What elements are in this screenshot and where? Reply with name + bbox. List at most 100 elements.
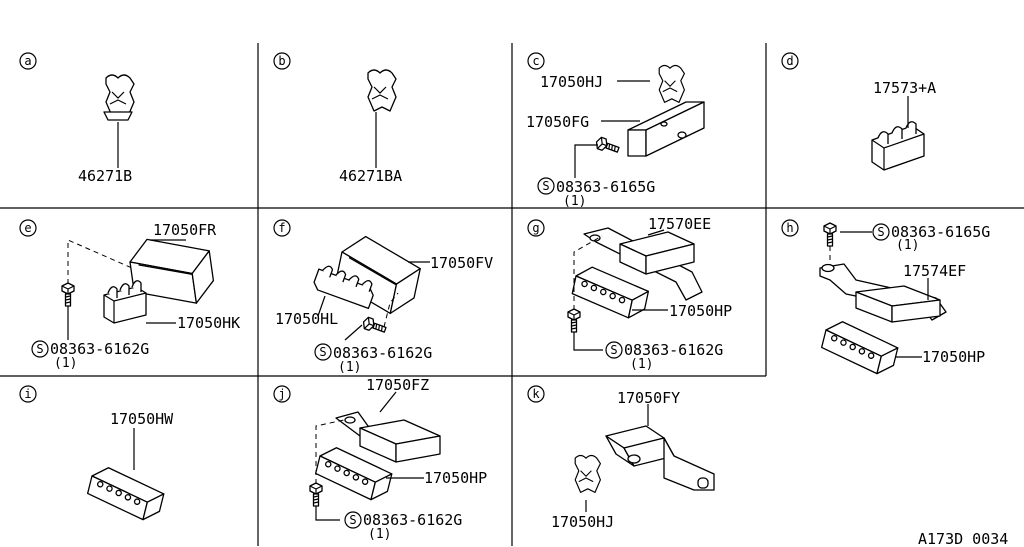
cell-letters: a b c d e f g h i j k (19, 52, 799, 403)
strap-bracket-icon (819, 263, 947, 323)
cell-letter-b: b (273, 52, 291, 70)
push-clip-icon (103, 74, 135, 121)
svg-text:f: f (278, 221, 285, 235)
quantity-label: (1) (368, 527, 391, 542)
svg-text:S: S (610, 343, 617, 357)
part-label-17050HW: 17050HW (110, 410, 174, 428)
svg-text:S: S (542, 179, 549, 193)
cell-letter-a: a (19, 52, 37, 70)
cell-letter-h: h (781, 219, 799, 237)
multi-clip-icon (103, 280, 147, 324)
cell-letter-k: k (527, 385, 545, 403)
part-label-46271BA: 46271BA (339, 167, 402, 185)
grommet-icon (569, 263, 652, 322)
bolt-icon (360, 315, 388, 337)
svg-text:S: S (877, 225, 884, 239)
svg-text:a: a (24, 54, 31, 68)
part-label-17050FZ: 17050FZ (366, 376, 429, 394)
svg-text:d: d (786, 54, 793, 68)
part-label-08363-6165G: 08363-6165G (891, 223, 990, 241)
drawing-id: A173D 0034 (918, 530, 1008, 547)
part-label-17050HK: 17050HK (177, 314, 240, 332)
quantity-label: (1) (338, 360, 361, 375)
bolt-icon (61, 282, 75, 307)
part-label-08363-6165G: 08363-6165G (556, 178, 655, 196)
part-label-17050FY: 17050FY (617, 389, 680, 407)
cell-b: 46271BA (339, 69, 402, 185)
part-label-17570EE: 17570EE (648, 215, 711, 233)
screw-symbol-icon: S (605, 341, 623, 359)
part-label-17050FG: 17050FG (526, 113, 589, 131)
screw-symbol-icon: S (31, 340, 49, 358)
cell-f: 17050FV 17050HL S 08363-6162G (1) (275, 231, 493, 375)
part-label-17050HJ: 17050HJ (540, 73, 603, 91)
grommet-icon (818, 317, 902, 378)
cell-k: 17050FY 17050HJ (551, 389, 715, 531)
part-label-08363-6162G: 08363-6162G (333, 344, 432, 362)
spring-clip-icon (574, 454, 601, 493)
bolt-icon (823, 222, 837, 247)
cell-c: 17050HJ 17050FG S 08363-6165G (1) (526, 64, 705, 209)
screw-symbol-icon: S (872, 223, 890, 241)
cell-j: 17050FZ 17050HP S 08363-6162G (1) (309, 376, 487, 542)
spring-clip-icon (367, 69, 397, 112)
cell-letter-g: g (527, 219, 545, 237)
part-label-17573+A: 17573+A (873, 79, 936, 97)
cell-letter-d: d (781, 52, 799, 70)
angle-bracket-icon (627, 101, 705, 157)
cell-letter-c: c (527, 52, 545, 70)
screw-symbol-icon: S (314, 343, 332, 361)
cell-letter-i: i (19, 385, 37, 403)
cell-letter-j: j (273, 385, 291, 403)
svg-text:S: S (349, 513, 356, 527)
svg-text:j: j (278, 387, 285, 401)
multi-clip-icon (871, 121, 925, 171)
part-label-46271B: 46271B (78, 167, 132, 185)
part-label-17050HL: 17050HL (275, 310, 338, 328)
svg-text:S: S (319, 345, 326, 359)
part-label-17050FV: 17050FV (430, 254, 493, 272)
part-label-08363-6162G: 08363-6162G (624, 341, 723, 359)
bolt-icon (567, 308, 581, 333)
cell-i: 17050HW (84, 410, 174, 524)
quantity-label: (1) (630, 357, 653, 372)
svg-text:i: i (24, 387, 31, 401)
svg-text:h: h (786, 221, 793, 235)
quantity-label: (1) (54, 356, 77, 371)
bolt-icon (593, 135, 621, 157)
angle-bracket-icon (605, 425, 715, 491)
svg-text:b: b (278, 54, 285, 68)
cell-letter-e: e (19, 219, 37, 237)
strap-bracket-icon (335, 411, 441, 463)
svg-text:e: e (24, 221, 31, 235)
cell-h: S 08363-6165G (1) 17574EF 17050HP (818, 222, 990, 378)
bolt-icon (309, 482, 323, 507)
cell-d: 17573+A (871, 79, 936, 171)
part-label-08363-6162G: 08363-6162G (363, 511, 462, 529)
quantity-label: (1) (563, 194, 586, 209)
part-label-17050HP: 17050HP (669, 302, 732, 320)
cell-letter-f: f (273, 219, 291, 237)
part-label-17574EF: 17574EF (903, 262, 966, 280)
screw-symbol-icon: S (537, 177, 555, 195)
cell-g: 17570EE 17050HP S 08363-6162G (1) (567, 215, 732, 372)
screw-symbol-icon: S (344, 511, 362, 529)
cell-a: 46271B (78, 74, 135, 185)
part-label-17050FR: 17050FR (153, 221, 217, 239)
part-label-17050HJ: 17050HJ (551, 513, 614, 531)
svg-text:S: S (36, 342, 43, 356)
svg-text:c: c (532, 54, 539, 68)
strap-bracket-icon (583, 227, 703, 301)
part-label-08363-6162G: 08363-6162G (50, 340, 149, 358)
multi-clip-icon (313, 265, 374, 310)
cell-e: 17050FR 17050HK S 08363-6162G (1) (31, 221, 240, 371)
quantity-label: (1) (896, 238, 919, 253)
grommet-icon (84, 463, 168, 524)
svg-text:g: g (532, 221, 539, 235)
svg-text:k: k (532, 387, 540, 401)
part-label-17050HP: 17050HP (424, 469, 487, 487)
part-label-17050HP: 17050HP (922, 348, 985, 366)
grid-lines (0, 43, 1024, 546)
spring-clip-icon (658, 64, 685, 103)
